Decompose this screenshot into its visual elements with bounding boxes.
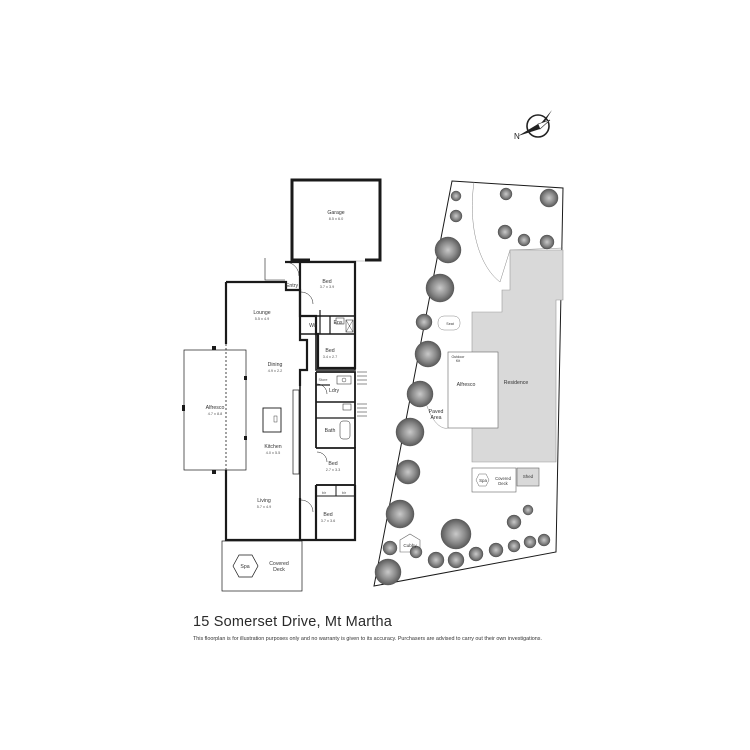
- entry-label: Entry: [286, 283, 299, 289]
- alfresco-label: Alfresco: [206, 405, 225, 411]
- garage-label: Garage: [327, 210, 344, 216]
- site-spa-label: Spa: [479, 478, 487, 483]
- site-residence-label: Residence: [504, 380, 529, 386]
- site-alfresco-label: Alfresco: [457, 382, 476, 388]
- spa-hexagon: [232, 554, 259, 578]
- bed1-label: Bed: [322, 279, 331, 285]
- lounge-dims: 5.5 x 4.9: [255, 317, 270, 321]
- bed1-dims: 3.7 x 3.9: [320, 285, 335, 289]
- bath-label: Bath: [325, 428, 336, 434]
- dining-label: Dining: [268, 362, 283, 368]
- site-shed-label: Shed: [523, 474, 534, 479]
- ldry-label: Ldry: [329, 388, 339, 394]
- bed2-label: Bed: [325, 348, 334, 354]
- dining-dims: 4.9 x 2.2: [268, 369, 283, 373]
- bir2-label: bir: [342, 491, 347, 495]
- living-dims: 5.7 x 4.9: [257, 505, 272, 509]
- bed2-dims: 3.4 x 2.7: [323, 355, 338, 359]
- spa-label: Spa: [240, 564, 249, 570]
- site-alfresco: [447, 351, 499, 429]
- disclaimer-text: This floorplan is for illustration purpo…: [193, 636, 542, 642]
- alfresco-dims: 4.7 x 8.8: [208, 412, 223, 416]
- site-cubby-label: Cubby: [403, 543, 417, 548]
- floor-plan-labels: Garage 8.5 x 6.0 Entry Bed 3.7 x 3.9 Lou…: [206, 210, 347, 573]
- site-trees: [374, 187, 559, 586]
- wir-label: Wir: [309, 323, 317, 329]
- lounge-label: Lounge: [253, 310, 270, 316]
- kitchen-dims: 4.0 x 5.5: [266, 451, 281, 455]
- floor-plan: [182, 178, 382, 592]
- garage-dims: 8.5 x 6.0: [329, 217, 344, 221]
- bed4-label: Bed: [323, 512, 332, 518]
- compass-icon: N: [514, 110, 552, 141]
- bed4-dims: 3.7 x 3.6: [321, 519, 336, 523]
- store-label: Store: [318, 378, 327, 382]
- living-label: Living: [257, 498, 271, 504]
- bed3-dims: 2.7 x 3.3: [326, 468, 341, 472]
- ens-label: Ens: [334, 320, 343, 326]
- property-title: 15 Somerset Drive, Mt Martha: [193, 614, 392, 630]
- site-shed: [516, 467, 540, 487]
- compass-north-label: N: [514, 132, 520, 141]
- covered-deck-outline: [221, 540, 303, 592]
- bir1-label: bir: [322, 491, 327, 495]
- site-seat-label: Seat: [446, 322, 453, 326]
- kitchen-label: Kitchen: [264, 444, 281, 450]
- bed3-label: Bed: [328, 461, 337, 467]
